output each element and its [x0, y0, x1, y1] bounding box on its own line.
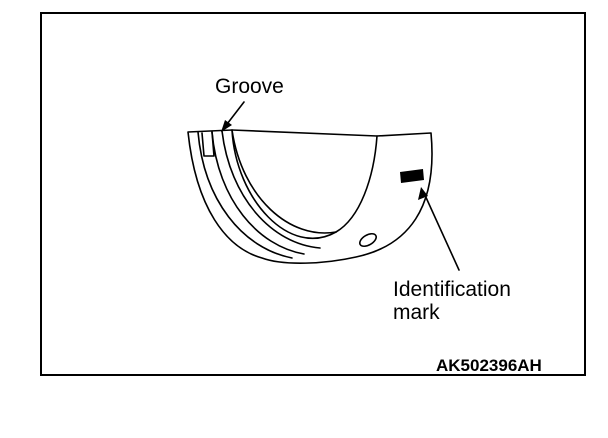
identification-mark-label-line1: Identification: [393, 278, 511, 301]
identification-mark: [400, 169, 424, 183]
groove-label: Groove: [215, 75, 284, 98]
bearing-inner-curve-3: [221, 130, 321, 249]
oil-hole: [359, 232, 377, 248]
identification-mark-label-line2: mark: [393, 301, 440, 324]
figure-id: AK502396AH: [436, 356, 542, 375]
figure-frame: [40, 12, 586, 376]
identification-leader-line: [423, 192, 460, 271]
bearing-shell-outline: [187, 129, 433, 264]
groove-notch: [201, 131, 215, 157]
bearing-inner-curve-1: [197, 131, 293, 259]
bearing-edge-band: [231, 129, 378, 137]
groove-arrow-head: [221, 120, 232, 132]
bearing-inner-curve-2: [211, 131, 305, 255]
identification-arrow-head: [418, 187, 428, 200]
bearing-inner-curve-4: [231, 129, 337, 234]
